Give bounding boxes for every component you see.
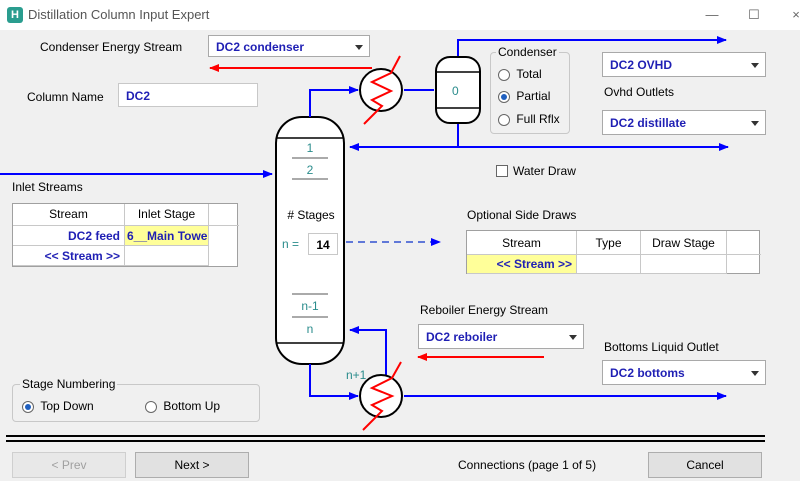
new-inlet-stream-cell[interactable]: << Stream >> [13, 246, 125, 266]
ovhd-outlets-label: Ovhd Outlets [604, 85, 675, 99]
prev-button[interactable]: < Prev [12, 452, 126, 478]
boilup-arrow [349, 326, 387, 376]
column-name-input[interactable]: DC2 [118, 83, 258, 107]
chevron-down-icon [751, 371, 759, 376]
stage-label-second: 2 [306, 163, 314, 177]
ovhd-outlets-select[interactable]: DC2 distillate [602, 110, 766, 135]
ovhd-vapour-value: DC2 OVHD [610, 58, 673, 72]
vapour-arrow [309, 86, 359, 117]
water-draw-checkbox[interactable] [496, 165, 508, 177]
close-button[interactable]: × [792, 7, 800, 22]
stage-label-n-minus-1: n-1 [301, 299, 319, 313]
radio-selected-icon [498, 90, 510, 103]
cancel-button[interactable]: Cancel [648, 452, 762, 478]
side-draws-table: Stream Type Draw Stage << Stream >> [466, 230, 761, 274]
column-header-inlet-stage: Inlet Stage [125, 204, 209, 226]
stage-numbering-label: Stage Numbering [20, 377, 118, 391]
num-stages-input[interactable]: 14 [308, 233, 338, 255]
inlet-stage-cell[interactable]: 6__Main Towe [125, 226, 209, 246]
ovhd-vapour-arrow [457, 36, 727, 60]
column-header-stream: Stream [13, 204, 125, 226]
stage-label-n: n [306, 322, 314, 336]
maximize-button[interactable]: ☐ [748, 7, 760, 22]
ovhd-outlets-value: DC2 distillate [610, 116, 687, 130]
new-side-draw-stream-cell[interactable]: << Stream >> [467, 255, 577, 274]
condenser-full-reflux-option[interactable]: Full Rflx [498, 112, 560, 126]
next-button[interactable]: Next > [135, 452, 249, 478]
drum-stage-label: 0 [452, 84, 459, 98]
column-name-label: Column Name [27, 90, 104, 104]
page-status: Connections (page 1 of 5) [458, 458, 597, 472]
chevron-down-icon [751, 63, 759, 68]
condenser-type-label: Condenser [496, 45, 559, 59]
window-title: Distillation Column Input Expert [28, 7, 210, 22]
condenser-energy-select[interactable]: DC2 condenser [208, 35, 370, 57]
column-name-value: DC2 [126, 89, 151, 103]
condenser-partial-option[interactable]: Partial [498, 89, 550, 103]
bottom-up-option[interactable]: Bottom Up [145, 399, 220, 413]
bottoms-outlet-value: DC2 bottoms [610, 366, 685, 380]
title-bar: H Distillation Column Input Expert — ☐ × [0, 0, 800, 30]
reboiler-energy-value: DC2 reboiler [426, 330, 498, 344]
side-draw-stage-cell[interactable] [641, 255, 727, 274]
condenser-energy-value: DC2 condenser [216, 40, 305, 54]
radio-icon [498, 113, 510, 126]
condenser-exchanger [359, 55, 403, 125]
chevron-down-icon [751, 121, 759, 126]
condenser-total-option[interactable]: Total [498, 67, 542, 81]
condenser-energy-label: Condenser Energy Stream [40, 40, 183, 54]
radio-icon [145, 400, 157, 413]
chevron-down-icon [355, 45, 363, 50]
inlet-stream-cell[interactable]: DC2 feed [13, 226, 125, 246]
bottoms-outlet-select[interactable]: DC2 bottoms [602, 360, 766, 385]
stage-numbering-group [12, 384, 260, 422]
reboiler-exchanger [359, 361, 403, 431]
bottoms-to-reboiler-arrow [309, 364, 359, 400]
water-draw-label: Water Draw [513, 164, 576, 178]
minimize-button[interactable]: — [705, 7, 719, 22]
radio-icon [498, 68, 510, 81]
reboiler-energy-label: Reboiler Energy Stream [420, 303, 549, 317]
ovhd-vapour-select[interactable]: DC2 OVHD [602, 52, 766, 77]
stages-label: # Stages [287, 208, 335, 222]
inlet-streams-table: Stream Inlet Stage DC2 feed 6__Main Towe… [12, 203, 239, 267]
reboiler-stage-label: n+1 [346, 368, 367, 382]
top-down-option[interactable]: Top Down [22, 399, 94, 413]
column-header-draw-stage: Draw Stage [641, 231, 727, 255]
side-draw-type-cell[interactable] [577, 255, 641, 274]
side-draws-label: Optional Side Draws [467, 208, 577, 222]
app-icon: H [7, 7, 23, 23]
reboiler-energy-select[interactable]: DC2 reboiler [418, 324, 584, 349]
inlet-streams-label: Inlet Streams [12, 180, 83, 194]
column-header-type: Type [577, 231, 641, 255]
column-header-stream: Stream [467, 231, 577, 255]
reflux-drum [435, 56, 481, 124]
new-inlet-stage-cell[interactable] [125, 246, 209, 266]
stage-label-top: 1 [306, 141, 314, 155]
chevron-down-icon [569, 335, 577, 340]
radio-selected-icon [22, 400, 34, 413]
bottoms-outlet-label: Bottoms Liquid Outlet [604, 340, 719, 354]
n-equals-label: n = [282, 237, 300, 251]
